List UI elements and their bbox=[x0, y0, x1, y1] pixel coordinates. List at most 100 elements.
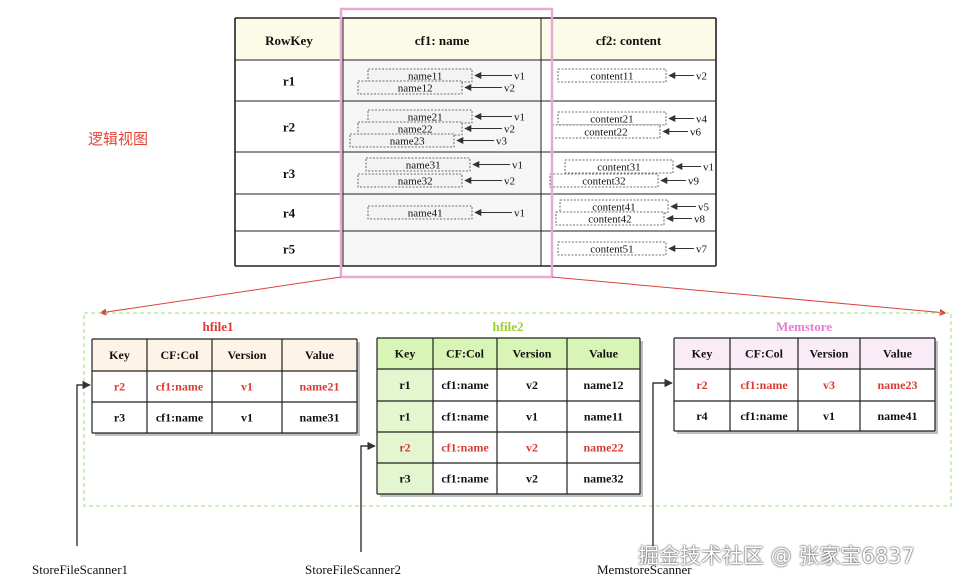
hfile1-version-cell: v1 bbox=[241, 380, 253, 394]
hfile2-scanner-pointer bbox=[360, 441, 376, 552]
logical-rowkey-r4: r4 bbox=[283, 206, 296, 221]
hfile2-key-cell: r3 bbox=[399, 472, 410, 486]
cf2-version-label: v7 bbox=[696, 244, 708, 256]
hfile1-value-cell: name21 bbox=[300, 380, 340, 394]
hfile2-cfcol-cell: cf1:name bbox=[441, 441, 489, 455]
hfile2-value-cell: name11 bbox=[584, 410, 623, 424]
memstore-cfcol-cell: cf1:name bbox=[740, 409, 788, 423]
hfile1-version-header: Version bbox=[228, 348, 267, 362]
memstore-key-cell: r2 bbox=[696, 378, 707, 392]
cf2-content-header: cf2: content bbox=[596, 33, 662, 48]
cf1-version-label: v1 bbox=[514, 112, 525, 124]
cf1-cell-value: name11 bbox=[408, 71, 442, 83]
hfile2-cfcol-cell: cf1:name bbox=[441, 410, 489, 424]
cf1-cell-box bbox=[357, 80, 463, 95]
hfile2-value-cell: name22 bbox=[584, 441, 624, 455]
logical-rowkey-r2: r2 bbox=[283, 120, 295, 135]
cf2-version-label: v9 bbox=[688, 176, 700, 188]
hfile1-header-bg bbox=[92, 339, 357, 371]
cf1-cell-value: name32 bbox=[398, 176, 433, 188]
cf1-cell-box bbox=[357, 173, 463, 188]
cf2-cell-value: content51 bbox=[590, 244, 633, 256]
memstore-title: Memstore bbox=[776, 319, 832, 334]
memstore-value-header: Value bbox=[883, 347, 913, 361]
logical-rowkey-r3: r3 bbox=[283, 166, 296, 181]
hfile2-cfcol-cell: cf1:name bbox=[441, 472, 489, 486]
cf2-cell-box bbox=[564, 159, 674, 174]
cf1-cell-value: name23 bbox=[390, 136, 425, 148]
cf2-cell-value: content41 bbox=[592, 202, 635, 214]
cf1-name-header: cf1: name bbox=[415, 33, 470, 48]
hfile2-header-bg bbox=[377, 338, 640, 369]
cf1-cell-box bbox=[365, 157, 471, 172]
hfile1-scanner-pointer bbox=[76, 380, 91, 546]
memstore-scanner-pointer bbox=[652, 378, 673, 548]
cf2-cell-box bbox=[555, 211, 665, 226]
cf2-cell-value: content22 bbox=[584, 127, 627, 139]
cf1-version-label: v2 bbox=[504, 124, 515, 136]
hfile1-title: hfile1 bbox=[202, 319, 233, 334]
cf1-column-highlight bbox=[339, 7, 554, 279]
cf2-cell-box bbox=[557, 241, 667, 256]
hfile2-value-cell: name12 bbox=[584, 378, 624, 392]
store-file-scanner-2-label: StoreFileScanner2 bbox=[305, 562, 402, 577]
memstore-version-cell: v3 bbox=[823, 378, 835, 392]
hfile1-version-cell: v1 bbox=[241, 411, 253, 425]
cf1-cell-value: name22 bbox=[398, 124, 433, 136]
memstore-value-cell: name23 bbox=[878, 378, 918, 392]
expand-arrow-right bbox=[551, 276, 947, 316]
hfile1-key-cell: r3 bbox=[114, 411, 125, 425]
rowkey-header: RowKey bbox=[265, 33, 313, 48]
hfile2-cfcol-cell: cf1:name bbox=[441, 378, 489, 392]
store-file-scanner-1-label: StoreFileScanner1 bbox=[32, 562, 129, 577]
hfile2-key-cell: r1 bbox=[399, 410, 410, 424]
cf1-version-label: v1 bbox=[514, 71, 525, 83]
memstore-key-header: Key bbox=[692, 347, 713, 361]
logical-header-bg bbox=[235, 18, 716, 60]
cf2-cell-value: content31 bbox=[597, 162, 640, 174]
expand-arrow-left bbox=[99, 276, 342, 316]
hfile1-value-cell: name31 bbox=[300, 411, 340, 425]
hfile2-version-cell: v1 bbox=[526, 410, 538, 424]
memstore-cfcol-header: CF:Col bbox=[745, 347, 784, 361]
cf1-cell-value: name21 bbox=[408, 112, 443, 124]
hfile1-cfcol-header: CF:Col bbox=[161, 348, 200, 362]
hfile2-value-header: Value bbox=[589, 347, 619, 361]
hfile2-version-cell: v2 bbox=[526, 441, 538, 455]
hfile2-key-cell: r2 bbox=[399, 441, 410, 455]
hfile1-cfcol-cell: cf1:name bbox=[156, 380, 204, 394]
cf1-cell-value: name12 bbox=[398, 83, 433, 95]
cf1-version-label: v2 bbox=[504, 83, 515, 95]
hfile2-version-header: Version bbox=[513, 347, 552, 361]
cf2-cell-value: content11 bbox=[591, 71, 634, 83]
cf1-version-label: v1 bbox=[512, 160, 523, 172]
cf2-cell-value: content42 bbox=[588, 214, 631, 226]
hfile2-key-header: Key bbox=[395, 347, 416, 361]
hfile2-value-cell: name32 bbox=[584, 472, 624, 486]
cf2-cell-value: content21 bbox=[590, 114, 633, 126]
store-region-border bbox=[83, 312, 952, 507]
memstore-key-cell: r4 bbox=[696, 409, 707, 423]
hfile2-version-cell: v2 bbox=[526, 472, 538, 486]
memstore-version-header: Version bbox=[810, 347, 849, 361]
cf2-version-label: v5 bbox=[698, 202, 710, 214]
memstore-header-bg bbox=[674, 338, 935, 369]
cf2-cell-box bbox=[549, 173, 659, 188]
cf1-cell-value: name41 bbox=[408, 208, 443, 220]
cf2-cell-box bbox=[557, 68, 667, 83]
hfile1-key-cell: r2 bbox=[114, 380, 125, 394]
cf1-version-label: v2 bbox=[504, 176, 515, 188]
cf1-version-label: v1 bbox=[514, 208, 525, 220]
memstore-version-cell: v1 bbox=[823, 409, 835, 423]
cf1-cell-box bbox=[367, 205, 473, 220]
hfile1-key-header: Key bbox=[109, 348, 130, 362]
hfile2-key-cell: r1 bbox=[399, 378, 410, 392]
cf2-version-label: v4 bbox=[696, 114, 708, 126]
logical-rowkey-r5: r5 bbox=[283, 242, 296, 257]
hfile1-value-header: Value bbox=[305, 348, 335, 362]
cf2-cell-value: content32 bbox=[582, 176, 625, 188]
cf1-version-label: v3 bbox=[496, 136, 508, 148]
memstore-value-cell: name41 bbox=[878, 409, 918, 423]
